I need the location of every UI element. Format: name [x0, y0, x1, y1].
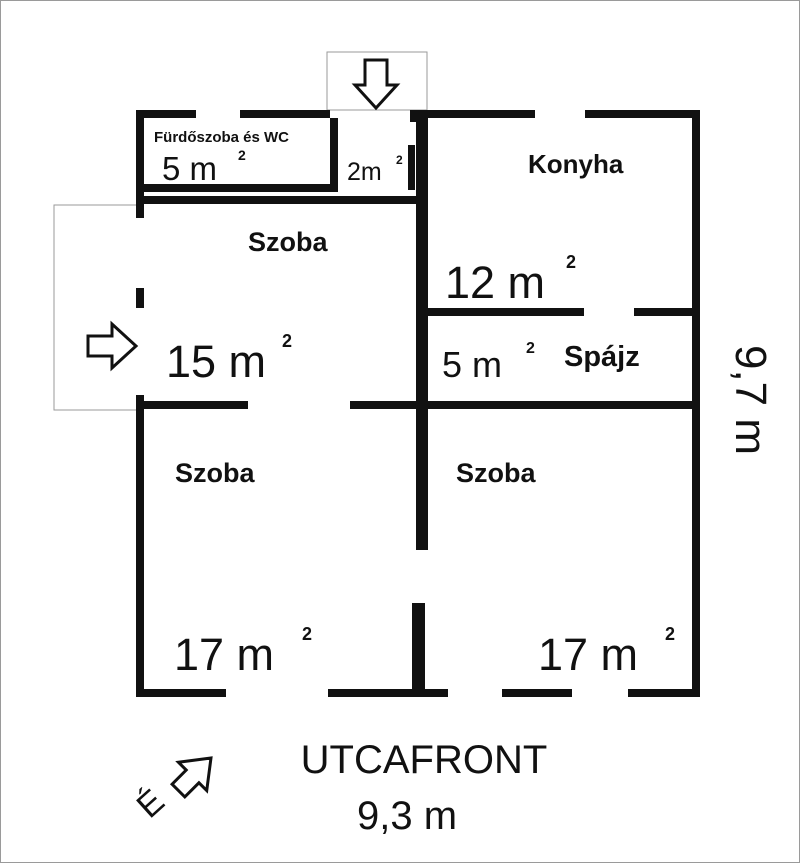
wall-room-top — [136, 196, 416, 204]
wall-bottom-2 — [328, 689, 448, 697]
entrance-arrow-down-icon — [351, 58, 401, 111]
wall-mid-h-2 — [350, 401, 700, 409]
walls — [136, 110, 700, 697]
width-label: 9,3 m — [357, 794, 457, 838]
wall-bath-left — [136, 110, 144, 218]
pantry-area-sup: 2 — [526, 340, 535, 357]
kitchen-area: 12 m — [445, 257, 545, 308]
wall-bottom-1 — [136, 689, 226, 697]
wall-top-4 — [585, 110, 700, 118]
wall-bottom-4 — [628, 689, 700, 697]
room-main-name: Szoba — [248, 227, 328, 257]
room-main-area-sup: 2 — [282, 331, 292, 351]
wall-top-3 — [410, 110, 535, 118]
street-front-label: UTCAFRONT — [301, 738, 548, 782]
room-main-area: 15 m — [166, 336, 266, 387]
wall-bath-right — [330, 118, 338, 190]
north-arrow-icon — [169, 756, 213, 800]
room-left-name: Szoba — [175, 458, 255, 488]
wall-middle — [416, 110, 428, 550]
wall-mid-h-1 — [136, 401, 248, 409]
wall-bath-bottom — [136, 184, 338, 192]
bathroom-name: Fürdőszoba és WC — [154, 129, 289, 146]
room-right-name: Szoba — [456, 458, 536, 488]
bathroom-area-sup: 2 — [238, 147, 246, 163]
side-porch-outline — [53, 204, 136, 411]
room-left-area: 17 m — [174, 629, 274, 680]
depth-label: 9,7 m — [726, 345, 775, 455]
hall-area-sup: 2 — [396, 153, 403, 167]
pantry-name: Spájz — [564, 341, 640, 373]
pantry-area: 5 m — [442, 344, 502, 385]
room-right-area: 17 m — [538, 629, 638, 680]
room-left-area-sup: 2 — [302, 624, 312, 644]
wall-hall-divider — [408, 145, 415, 190]
wall-top-2 — [240, 110, 330, 118]
wall-kitchen-bottom-2 — [634, 308, 700, 316]
wall-kitchen-bottom-1 — [422, 308, 584, 316]
wall-left — [136, 395, 144, 697]
wall-left-stub — [136, 288, 144, 308]
wall-bottom-3 — [502, 689, 572, 697]
entrance-porch-outline — [326, 51, 428, 111]
bathroom-area: 5 m — [162, 150, 217, 187]
north-label: É — [129, 782, 171, 825]
wall-middle-lower — [412, 603, 425, 697]
kitchen-name: Konyha — [528, 149, 624, 179]
wall-top-1 — [136, 110, 196, 118]
room-right-area-sup: 2 — [665, 624, 675, 644]
kitchen-area-sup: 2 — [566, 252, 576, 272]
side-entrance-arrow-icon — [86, 320, 139, 372]
hall-area: 2m — [347, 158, 382, 186]
